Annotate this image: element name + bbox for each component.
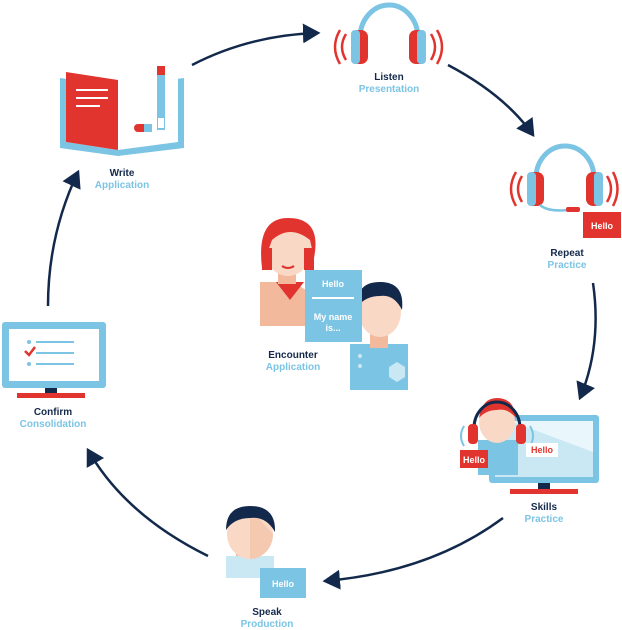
arrow-confirm-to-write [46, 169, 81, 307]
headset-icon [509, 143, 619, 212]
write-title: Write [110, 168, 135, 179]
skills-title: Skills [531, 502, 558, 513]
headphones-icon [333, 2, 444, 65]
encounter-bubble-line3: is... [325, 323, 340, 333]
speaking-person-icon [226, 506, 276, 578]
checklist-monitor-icon [2, 322, 106, 398]
skills-left-bubble-text: Hello [463, 455, 486, 465]
listen-subtitle: Presentation [359, 84, 420, 95]
confirm-title: Confirm [34, 407, 72, 418]
person-with-headset-icon [460, 398, 534, 475]
listen-title: Listen [374, 72, 403, 83]
arrow-repeat-to-skills [576, 282, 597, 401]
skills-screen-bubble-text: Hello [531, 445, 554, 455]
arrow-write-to-listen [191, 23, 321, 67]
encounter-bubble-line1: Hello [322, 279, 345, 289]
speak-speech-bubble [260, 568, 306, 598]
repeat-subtitle: Practice [548, 260, 587, 271]
encounter-speech-bubble [305, 270, 362, 342]
confirm-subtitle: Consolidation [20, 419, 87, 430]
speak-subtitle: Production [241, 619, 294, 630]
repeat-title: Repeat [550, 248, 584, 259]
skills-screen-bubble [526, 443, 558, 457]
skills-subtitle: Practice [525, 514, 564, 525]
encounter-bubble-line2: My name [314, 312, 353, 322]
speak-title: Speak [252, 607, 282, 618]
repeat-speech-bubble [583, 212, 621, 238]
skills-left-bubble [460, 450, 488, 468]
encounter-subtitle: Application [266, 362, 320, 373]
notebook-pen-icon [60, 66, 184, 156]
arrow-skills-to-speak [322, 516, 504, 590]
write-subtitle: Application [95, 180, 149, 191]
repeat-bubble-text: Hello [591, 221, 614, 231]
speak-bubble-text: Hello [272, 579, 295, 589]
man-figure-icon [350, 282, 408, 390]
arrow-listen-to-repeat [447, 63, 535, 138]
arrow-speak-to-confirm [86, 447, 209, 558]
encounter-title: Encounter [268, 350, 318, 361]
